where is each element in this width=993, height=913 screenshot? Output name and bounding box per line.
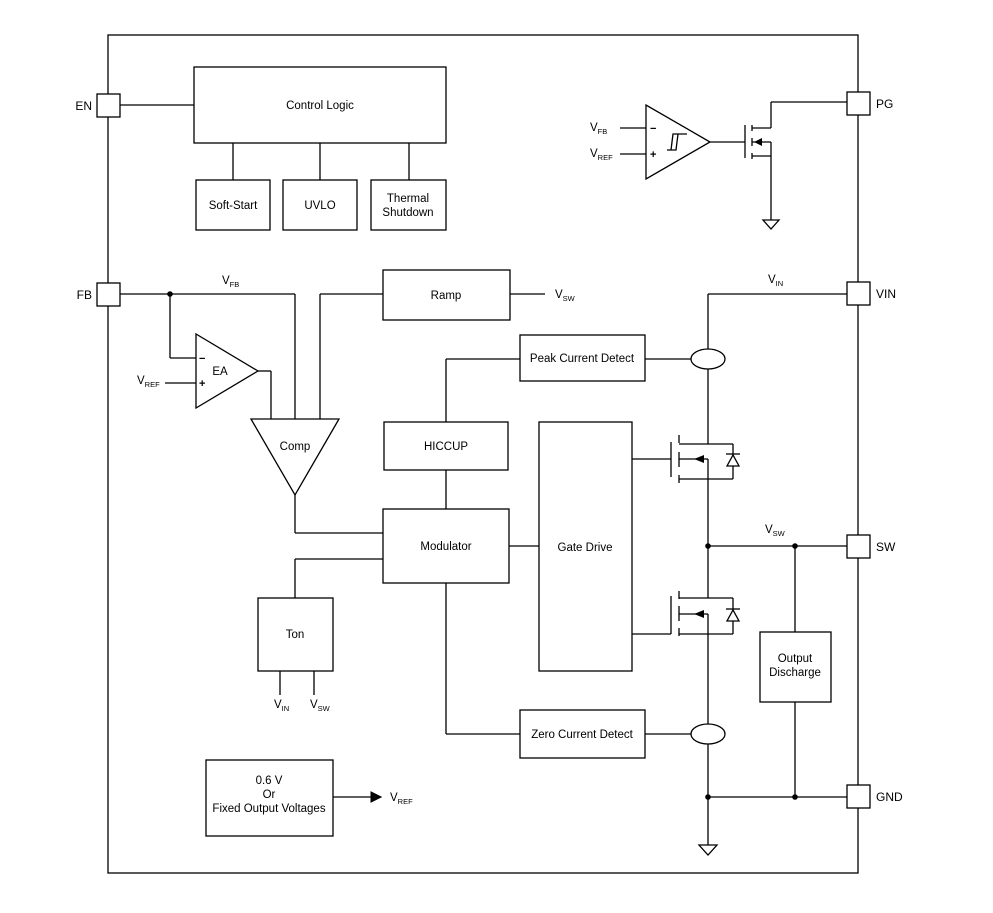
- uvlo-label: UVLO: [304, 200, 335, 212]
- vfb-wire-label: VFB: [222, 275, 239, 289]
- pg-comparator: [645, 103, 712, 181]
- vsw-wire-label: VSW: [765, 524, 786, 538]
- pin-fb: FB: [77, 282, 121, 307]
- pin-en-label: EN: [75, 99, 92, 113]
- pin-sw-label: SW: [876, 540, 896, 554]
- gnd-junction-dot-left: [705, 794, 711, 800]
- pin-gnd: GND: [846, 784, 903, 809]
- peak-current-label: Peak Current Detect: [530, 353, 635, 365]
- output-discharge-line2: Discharge: [769, 667, 821, 679]
- pin-vin-label: VIN: [876, 287, 896, 301]
- gate-drive-label: Gate Drive: [558, 542, 613, 554]
- gate-drive-block: [538, 421, 633, 672]
- comp-comparator: [249, 418, 341, 497]
- pin-gnd-label: GND: [876, 790, 903, 804]
- thermal-label-line2: Shutdown: [382, 207, 433, 219]
- ton-vin-label: VIN: [274, 699, 289, 713]
- modulator-label: Modulator: [420, 541, 471, 553]
- pin-pg: PG: [846, 91, 893, 116]
- uvlo-block: [282, 179, 358, 231]
- gnd-junction-dot-right: [792, 794, 798, 800]
- vref-gen-line2: Or: [263, 789, 276, 801]
- pin-pg-label: PG: [876, 97, 893, 111]
- ton-label: Ton: [286, 629, 305, 641]
- hysteresis-icon: [667, 133, 687, 151]
- soft-start-block: [195, 179, 271, 231]
- ground-icon: [697, 844, 719, 856]
- error-amplifier: [195, 332, 260, 410]
- thermal-shutdown-block: [370, 179, 447, 231]
- ramp-vsw-label: VSW: [555, 289, 576, 303]
- vref-gen-line3: Fixed Output Voltages: [212, 803, 325, 815]
- peak-current-sense-ring: [690, 348, 726, 370]
- high-side-mosfet: [632, 435, 741, 483]
- vref-generator-block: [205, 759, 334, 837]
- pg-comp-minus: −: [650, 123, 656, 135]
- pg-vref-label: VREF: [590, 148, 613, 162]
- ea-vref-label: VREF: [137, 375, 160, 389]
- ls-body-diode-icon: [725, 608, 741, 622]
- control-logic-block: [193, 66, 447, 144]
- control-logic-label: Control Logic: [286, 100, 354, 112]
- pin-en: EN: [75, 93, 121, 118]
- pg-comp-plus: +: [650, 149, 656, 161]
- pg-ground-icon: [761, 219, 781, 230]
- low-side-mosfet: [632, 591, 741, 636]
- output-discharge-line1: Output: [778, 653, 813, 665]
- ea-label: EA: [212, 366, 228, 378]
- vin-wire-label: VIN: [768, 274, 783, 288]
- ton-block: [257, 597, 334, 672]
- pin-sw: SW: [846, 534, 896, 559]
- vref-gen-line1: 0.6 V: [256, 775, 283, 787]
- soft-start-label: Soft-Start: [209, 200, 258, 212]
- pg-nmos-transistor: [744, 102, 772, 220]
- ton-vsw-label: VSW: [310, 699, 331, 713]
- hs-body-diode-icon: [725, 453, 741, 467]
- hiccup-label: HICCUP: [424, 441, 468, 453]
- thermal-label-line1: Thermal: [387, 193, 429, 205]
- zero-current-sense-ring: [690, 723, 726, 745]
- vref-output-label: VREF: [390, 792, 413, 806]
- ea-plus: +: [199, 378, 205, 390]
- pin-vin: VIN: [846, 281, 896, 306]
- ramp-block: [382, 269, 511, 321]
- zero-current-detect-block: [519, 709, 646, 759]
- sw-junction-dot: [705, 543, 711, 549]
- zero-current-label: Zero Current Detect: [531, 729, 633, 741]
- comp-label: Comp: [280, 441, 311, 453]
- peak-current-detect-block: [519, 334, 646, 382]
- ea-minus: −: [199, 353, 205, 365]
- pg-vfb-label: VFB: [590, 122, 607, 136]
- pin-fb-label: FB: [77, 288, 92, 302]
- ramp-label: Ramp: [431, 290, 462, 302]
- chip-outline: [107, 34, 859, 874]
